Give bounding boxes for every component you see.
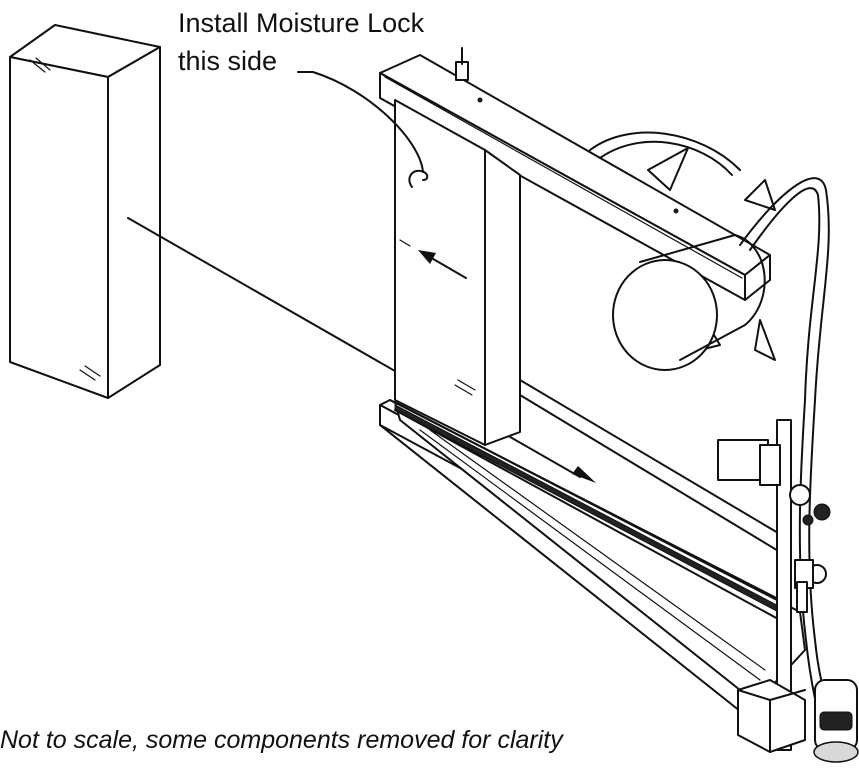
installed-media [394, 99, 521, 446]
moisture-lock-callout: Install Moisture Lock this side [178, 4, 424, 80]
media-pad [9, 24, 161, 399]
callout-leader [297, 71, 424, 173]
water-hose [739, 177, 831, 721]
upper-rail [379, 47, 771, 301]
scale-footnote: Not to scale, some components removed fo… [0, 726, 563, 754]
pump-assembly [717, 419, 859, 763]
lower-tray [379, 379, 806, 716]
direction-arrow [418, 250, 467, 279]
tray-arrow [572, 466, 596, 483]
callout-line-2: this side [178, 46, 278, 76]
callout-line-1: Install Moisture Lock [178, 8, 425, 38]
fan-assembly [589, 131, 776, 371]
